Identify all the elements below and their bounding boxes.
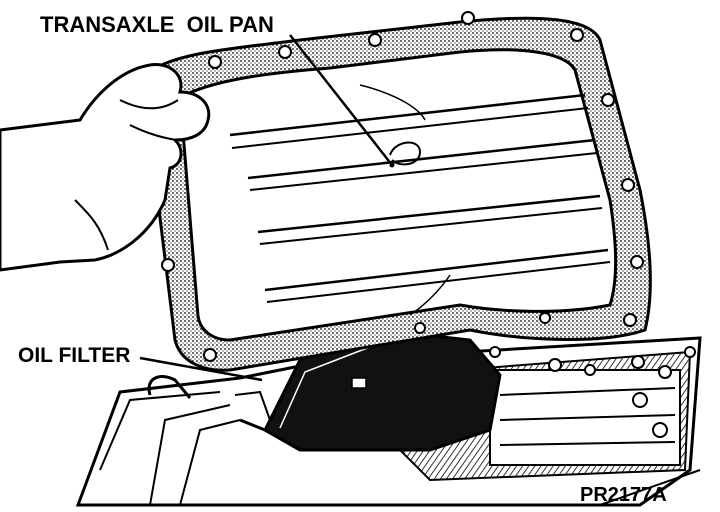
hand	[0, 63, 211, 272]
transaxle-oil-pan-label: TRANSAXLE OIL PAN	[40, 12, 274, 37]
oil-filter-label: OIL FILTER	[18, 344, 130, 367]
transaxle-oil-pan-leader	[289, 34, 395, 168]
transaxle-oil-pan	[146, 11, 652, 372]
figure-id-label: PR2177A	[580, 484, 667, 506]
oil-filter-leader	[139, 356, 263, 382]
